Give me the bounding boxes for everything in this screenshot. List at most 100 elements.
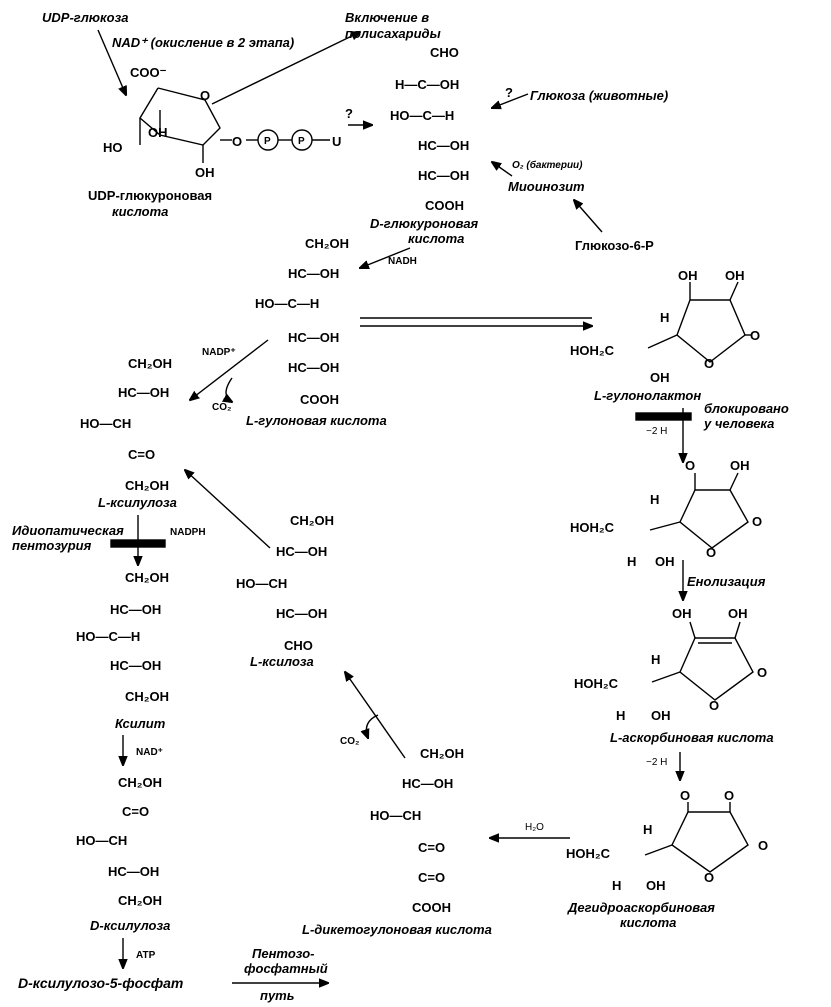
ascorbic-oh-2: OH: [728, 606, 748, 621]
xylitol-row-2: HO—C—H: [76, 629, 140, 644]
arrow-from-myoinositol: [492, 162, 513, 177]
gulonic-row-2: HO—C—H: [255, 296, 319, 311]
dehydro-ring-o: O: [704, 870, 714, 885]
glucuronic-row-2: HO—C—H: [390, 108, 454, 123]
d-glucuronic-acid-block: CHO H—C—OH HO—C—H HC—OH HC—OH COOH D-глю…: [360, 45, 668, 268]
nad-oxidation-label: NAD⁺ (окисление в 2 этапа): [112, 35, 294, 50]
h2o-label: H₂O: [525, 822, 544, 833]
xylose-row-1: HC—OH: [276, 544, 327, 559]
diketo-ch2oh: CH₂OH: [420, 746, 464, 761]
lactone-hoh2c: HOH₂C: [570, 343, 615, 358]
gulonic-ch2oh: CH₂OH: [305, 236, 349, 251]
diketo-cooh: COOH: [412, 900, 451, 915]
dehydro-hoh2c: HOH₂C: [566, 846, 611, 861]
lactone-oh-2: OH: [725, 268, 745, 283]
xylitol-name: Ксилит: [115, 716, 166, 731]
xylose-row-3: HC—OH: [276, 606, 327, 621]
nadh-label: NADH: [388, 256, 417, 267]
blocked-label-1: блокировано: [704, 401, 789, 416]
gulonolactone-name: L-гулонолактон: [594, 388, 701, 403]
keto-hoh2c: HOH₂C: [570, 520, 615, 535]
bond: [729, 472, 739, 491]
xylitol-ch2oh: CH₂OH: [125, 570, 169, 585]
lactone-oh-1: OH: [678, 268, 698, 283]
bond: [689, 621, 696, 639]
d-xylulose-name: D-ксилулоза: [90, 918, 170, 933]
ascorbic-side-oh: OH: [651, 708, 671, 723]
d-xylulose-ch2oh: CH₂OH: [118, 775, 162, 790]
oh-group-2: OH: [195, 165, 215, 180]
glucuronic-row-3: HC—OH: [418, 138, 469, 153]
lactone-ring-4: [671, 811, 749, 873]
ascorbic-oh-1: OH: [672, 606, 692, 621]
xylitol-row-1: HC—OH: [110, 602, 161, 617]
udp-glucose-label: UDP-глюкоза: [42, 10, 128, 25]
keto-lactone-block: O OH O O H HOH₂C H OH Енолизация: [570, 458, 766, 600]
arrow-from-glucose-6p: [574, 200, 603, 233]
l-ascorbic-acid-block: OH OH O O H HOH₂C H OH L-аскорбиновая ки…: [574, 606, 774, 780]
question-mark-1: ?: [345, 106, 353, 121]
arrow-to-udp-glucuronic: [97, 29, 126, 95]
glucose-6p-label: Глюкозо-6-P: [575, 238, 654, 253]
lactone-h: H: [660, 310, 669, 325]
bond: [649, 521, 681, 531]
pentose-label-2: фосфатный: [244, 961, 328, 976]
nadph-label: NADPH: [170, 527, 206, 538]
atp-label: ATP: [136, 950, 156, 961]
myoinositol-label: Миоинозит: [508, 179, 585, 194]
bond: [729, 281, 739, 301]
dehydro-name-1: Дегидроаскорбиновая: [567, 900, 715, 915]
pentose-label-1: Пентозо-: [252, 946, 315, 961]
diketo-row-1: HC—OH: [402, 776, 453, 791]
inclusion-label-1: Включение в: [345, 10, 429, 25]
d-xylulose-row-3: HC—OH: [108, 864, 159, 879]
inclusion-label-2: полисахариды: [345, 26, 441, 41]
o2-bacteria-label: O₂ (бактерии): [512, 159, 583, 171]
gulonic-cooh: COOH: [300, 392, 339, 407]
udp-glucuronic-acid-block: UDP-глюкоза NAD⁺ (окисление в 2 этапа) В…: [42, 10, 441, 219]
d-xylulose-row-1: C=O: [122, 804, 149, 819]
glucuronic-row-4: HC—OH: [418, 168, 469, 183]
question-mark-2: ?: [505, 85, 513, 100]
keto-h: H: [650, 492, 659, 507]
xylose-row-2: HO—CH: [236, 576, 287, 591]
keto-ring-o: O: [706, 545, 716, 560]
bond: [644, 844, 673, 856]
bond: [734, 621, 741, 639]
udp-glucuronic-name-1: UDP-глюкуроновая: [88, 188, 212, 203]
ascorbic-carbonyl: O: [757, 665, 767, 680]
lactone-ring-3: [679, 637, 754, 701]
xylose-ch2oh: CH₂OH: [290, 513, 334, 528]
keto-side-h: H: [627, 554, 636, 569]
dehydroascorbic-acid-block: O O O O H HOH₂C H OH Дегидроаскорбиновая…: [490, 788, 768, 930]
ascorbic-hoh2c: HOH₂C: [574, 676, 619, 691]
enolization-label: Енолизация: [687, 574, 766, 589]
minus-2h-label-2: −2 H: [646, 757, 667, 768]
bond: [647, 334, 678, 349]
lactone-carbonyl: O: [750, 328, 760, 343]
glucuronic-name-1: D-глюкуроновая: [370, 216, 479, 231]
ascorbic-side-h: H: [616, 708, 625, 723]
d-xylulose-ch2oh-2: CH₂OH: [118, 893, 162, 908]
xylitol-block: CH₂OH HC—OH HO—C—H HC—OH CH₂OH Ксилит NA…: [76, 570, 169, 765]
glycoside-oxygen: O: [232, 134, 242, 149]
ho-group: HO: [103, 140, 123, 155]
l-xylulose-ch2oh: CH₂OH: [128, 356, 172, 371]
ring-oxygen: O: [200, 88, 210, 103]
dehydro-h: H: [643, 822, 652, 837]
phosphate-p-2: P: [298, 136, 305, 147]
l-xylulose-row-3: C=O: [128, 447, 155, 462]
keto-oh: OH: [730, 458, 750, 473]
glucuronic-cho: CHO: [430, 45, 459, 60]
arrow-to-l-xylose: [345, 672, 406, 759]
dehydro-side-h: H: [612, 878, 621, 893]
co2-label-2: CO₂: [340, 736, 359, 747]
co2-label-1: CO₂: [212, 402, 231, 413]
keto-carbonyl-o: O: [685, 458, 695, 473]
diketo-row-2: HO—CH: [370, 808, 421, 823]
gulonic-row-4: HC—OH: [288, 360, 339, 375]
udp-glucuronic-name-2: кислота: [112, 204, 168, 219]
ascorbic-ring-o: O: [709, 698, 719, 713]
